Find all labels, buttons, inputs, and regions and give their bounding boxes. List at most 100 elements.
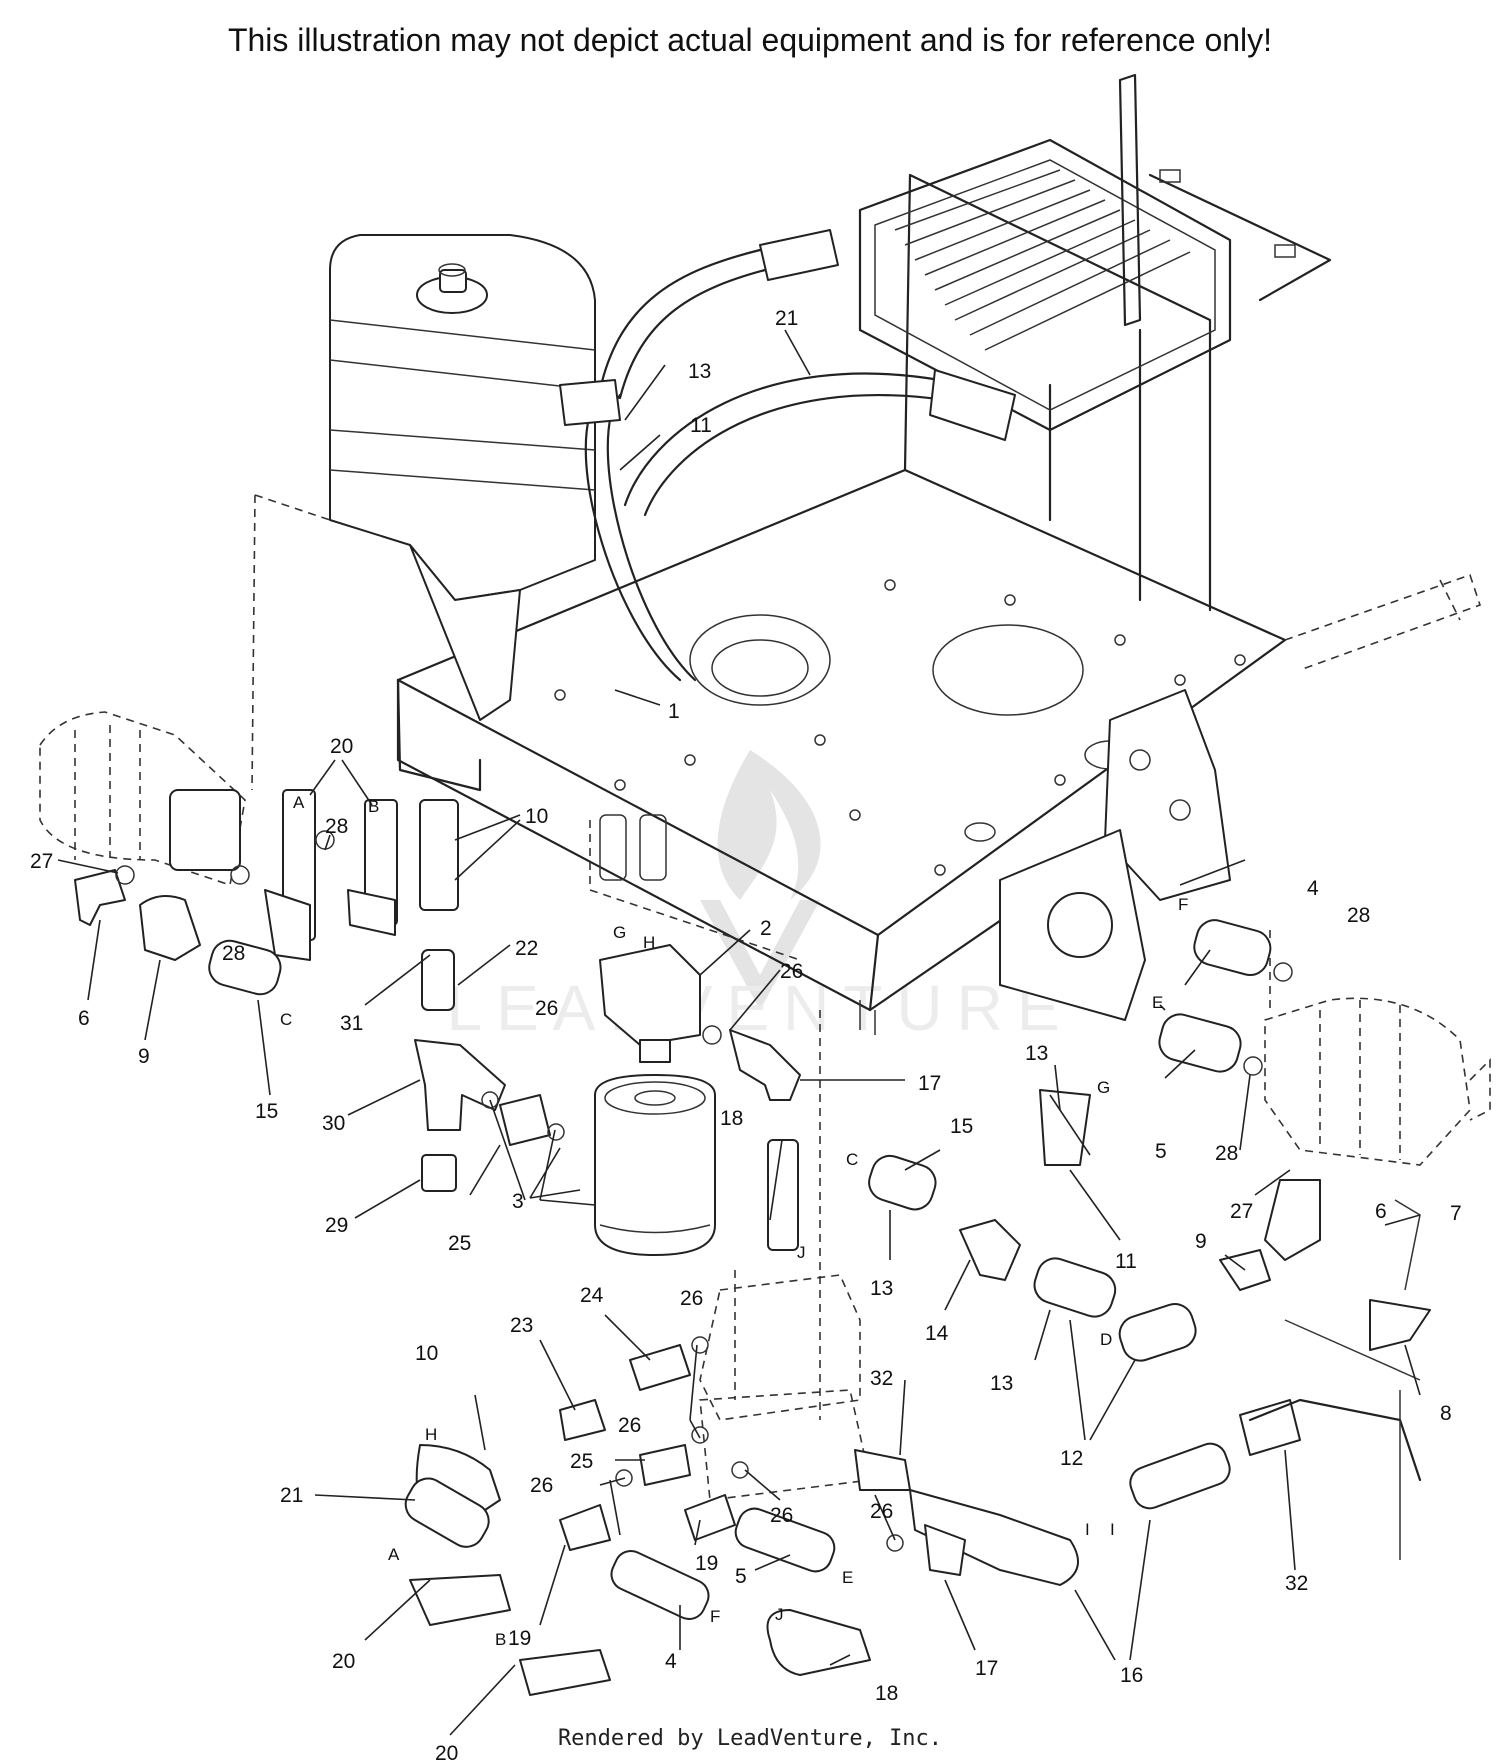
callout-18: 18 xyxy=(875,1682,898,1705)
elbow-17-upper xyxy=(729,1029,801,1101)
hose-11-lower xyxy=(1039,1089,1091,1166)
letter-f-lower: F xyxy=(710,1607,720,1626)
watermark-text: LEADVENTURE xyxy=(447,972,1074,1044)
callout-10: 10 xyxy=(525,805,548,828)
callout-13: 13 xyxy=(870,1277,893,1300)
callout-26: 26 xyxy=(770,1504,793,1527)
callout-31: 31 xyxy=(340,1012,363,1035)
callout-16: 16 xyxy=(1120,1664,1143,1687)
fitting-32-right xyxy=(1239,1399,1301,1456)
fitting-9 xyxy=(139,895,201,961)
callout-4: 4 xyxy=(1307,877,1319,900)
cap-29 xyxy=(421,1154,457,1192)
fitting-22 xyxy=(421,949,455,1011)
callout-23: 23 xyxy=(510,1314,533,1337)
letter-e: E xyxy=(1152,993,1163,1012)
fitting-32-left xyxy=(854,1449,911,1491)
letter-a-lower: A xyxy=(388,1545,400,1564)
callout-22: 22 xyxy=(515,937,538,960)
disclaimer-text: This illustration may not depict actual … xyxy=(227,22,1273,58)
callout-4: 4 xyxy=(665,1650,677,1673)
letter-h-lower: H xyxy=(425,1425,437,1444)
callout-21: 21 xyxy=(775,307,798,330)
reference-lines xyxy=(251,494,1271,1420)
fitting-25-lower xyxy=(639,1444,691,1486)
hose-16 xyxy=(908,1488,1079,1587)
callout-1: 1 xyxy=(668,700,680,723)
callout-20: 20 xyxy=(330,735,353,758)
elbow-17-lower xyxy=(924,1524,966,1576)
callout-26: 26 xyxy=(780,960,803,983)
callout-26: 26 xyxy=(618,1414,641,1437)
oil-cooler-assembly xyxy=(858,73,1332,612)
callout-9: 9 xyxy=(1195,1230,1207,1253)
callout-30: 30 xyxy=(322,1112,345,1135)
hose-21-lower xyxy=(404,1477,490,1548)
callout-9: 9 xyxy=(138,1045,150,1068)
elbow-6 xyxy=(74,869,126,926)
callout-28: 28 xyxy=(325,815,348,838)
callout-17: 17 xyxy=(975,1657,998,1680)
hose-12d xyxy=(1118,1303,1197,1362)
hose-15-right xyxy=(868,1154,937,1211)
letter-j-lower: J xyxy=(775,1605,784,1624)
fitting-4 xyxy=(1193,919,1272,977)
letter-c: C xyxy=(280,1010,292,1029)
callout-11: 11 xyxy=(1115,1250,1137,1273)
clip-7 xyxy=(1394,1199,1421,1291)
callout-28: 28 xyxy=(1215,1142,1238,1165)
callout-24: 24 xyxy=(580,1284,604,1307)
letter-b-lower: B xyxy=(495,1630,506,1649)
right-axle xyxy=(999,573,1482,1021)
fitting-24 xyxy=(629,1344,691,1391)
callout-29: 29 xyxy=(325,1214,348,1237)
callout-8: 8 xyxy=(1440,1402,1452,1425)
callout-7: 7 xyxy=(1450,1202,1462,1225)
callout-19: 19 xyxy=(695,1552,718,1575)
fitting-25 xyxy=(499,1094,551,1146)
left-hydraulic-pump xyxy=(39,711,246,887)
hose-12 xyxy=(1033,1257,1117,1318)
callout-14: 14 xyxy=(925,1322,949,1345)
callout-2: 2 xyxy=(760,917,772,940)
hose-16-right xyxy=(1129,1442,1231,1510)
letter-g-lower: G xyxy=(1097,1078,1110,1097)
callout-10: 10 xyxy=(415,1342,438,1365)
letter-c-lower: C xyxy=(846,1150,858,1169)
upper-hoses xyxy=(559,229,1016,682)
letter-i-right: I xyxy=(1110,1520,1115,1539)
right-hydraulic-pump xyxy=(1264,997,1491,1166)
callout-15: 15 xyxy=(950,1115,973,1138)
render-credit: Rendered by LeadVenture, Inc. xyxy=(557,1726,943,1751)
hose-20a-lower xyxy=(409,1574,511,1626)
tee-19-lower xyxy=(559,1504,611,1551)
callout-13: 13 xyxy=(990,1372,1013,1395)
filter-assembly xyxy=(594,944,716,1256)
hose-18-lower xyxy=(766,1609,871,1676)
pin-8 xyxy=(1369,1299,1431,1351)
callout-18: 18 xyxy=(720,1107,743,1130)
letter-d: D xyxy=(1100,1330,1112,1349)
letter-b: B xyxy=(368,797,379,816)
tee-30 xyxy=(414,1039,506,1131)
letter-h: H xyxy=(643,933,655,952)
callout-3: 3 xyxy=(512,1190,524,1213)
letter-j: J xyxy=(797,1243,806,1262)
letter-i: I xyxy=(1085,1520,1090,1539)
left-fittings xyxy=(74,789,722,1192)
fitting-10 xyxy=(419,799,459,911)
callout-5: 5 xyxy=(1155,1140,1167,1163)
callout-15: 15 xyxy=(255,1100,278,1123)
callout-6: 6 xyxy=(1375,1200,1387,1223)
letter-e-lower: E xyxy=(842,1568,853,1587)
callout-26: 26 xyxy=(870,1500,893,1523)
callout-17: 17 xyxy=(918,1072,941,1095)
fitting-23 xyxy=(559,1399,606,1441)
hose-5-lower xyxy=(734,1507,836,1573)
tee-14 xyxy=(959,1219,1021,1281)
connection-letters: A B C G H F E G C D J H A B F E J I I xyxy=(280,793,1188,1649)
hose-20b-lower xyxy=(519,1649,611,1696)
callout-26: 26 xyxy=(535,997,558,1020)
letter-a: A xyxy=(293,793,305,812)
callout-5: 5 xyxy=(735,1565,747,1588)
